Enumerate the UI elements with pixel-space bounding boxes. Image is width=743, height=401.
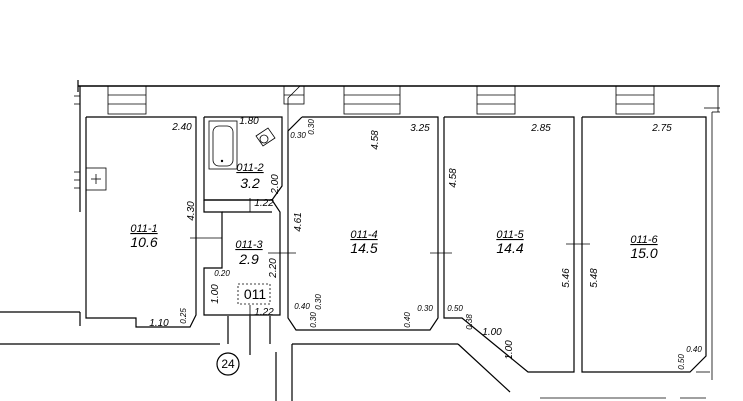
dim-r4-corner-tl2: 0.30 <box>307 119 316 135</box>
room-011-1-area: 10.6 <box>130 234 157 250</box>
dim-r4-top-v: 4.58 <box>370 130 381 150</box>
room-011-2-outline <box>203 116 283 201</box>
room-011-5-outline <box>443 116 575 373</box>
dim-r3-bottom: 1.22 <box>254 307 274 318</box>
apartment-code: 011 <box>244 286 267 302</box>
exterior-wall <box>74 80 720 380</box>
dim-r6-top: 2.75 <box>651 123 672 134</box>
dim-r4-corner-br2: 0.30 <box>417 304 433 313</box>
dim-r4-corner-br1: 0.40 <box>403 312 412 328</box>
dim-r3-height: 2.20 <box>268 258 279 279</box>
dim-r5-diag: 1.00 <box>482 327 502 338</box>
room-011-4-area: 14.5 <box>350 240 377 256</box>
dim-r4-corner-bl3: 0.30 <box>309 312 318 328</box>
dim-r4-corner-tl1: 0.30 <box>290 131 306 140</box>
grid-marker: 24 <box>216 352 240 376</box>
dim-r1-top: 2.40 <box>171 122 192 133</box>
dim-r5-top: 2.85 <box>530 123 551 134</box>
dim-r1-corner: 0.25 <box>179 308 188 324</box>
room-011-2-id: 011-2 <box>236 162 263 174</box>
toilet-icon <box>255 127 276 147</box>
corridor-walls <box>0 311 710 401</box>
room-011-4-id: 011-4 <box>350 229 377 241</box>
room-011-1-outline <box>85 116 197 328</box>
dim-r1-height: 4.30 <box>186 201 197 221</box>
dim-r4-corner-bl1: 0.40 <box>294 302 310 311</box>
dim-r2-height: 2.00 <box>270 174 281 195</box>
window-room-1 <box>107 85 147 115</box>
dim-r4-corner-bl2: 0.30 <box>314 294 323 310</box>
dim-r5-bottom-a: 0.50 <box>447 304 463 313</box>
door-ticks <box>190 198 590 316</box>
ventilation-shaft <box>283 85 305 105</box>
room-011-6-outline <box>581 116 707 373</box>
dim-r6-left: 5.48 <box>589 268 600 288</box>
room-011-5-id: 011-5 <box>496 229 524 241</box>
dim-r3-small: 0.20 <box>214 269 230 278</box>
room-011-4-outline <box>287 85 439 331</box>
room-011-3-area: 2.9 <box>238 251 259 267</box>
window-room-6 <box>615 85 655 115</box>
dim-r5-bottom-b: 0.38 <box>465 314 474 330</box>
dim-r5-right: 5.46 <box>561 268 572 288</box>
window-room-4 <box>343 85 401 115</box>
room-011-6-area: 15.0 <box>630 245 657 261</box>
room-011-3-outline <box>203 199 281 316</box>
dim-r6-corner-b: 0.40 <box>686 345 702 354</box>
dim-r5-diag-v: 1.00 <box>504 340 515 360</box>
room-011-2-area: 3.2 <box>240 175 260 191</box>
room-011-5-area: 14.4 <box>496 240 523 256</box>
dim-r2-top: 1.80 <box>239 116 259 127</box>
room-011-1-id: 011-1 <box>130 223 157 235</box>
grid-marker-label: 24 <box>221 357 235 371</box>
dim-r1-bottom: 1.10 <box>149 318 169 329</box>
dim-r5-height: 4.58 <box>448 168 459 188</box>
dim-r4-top: 3.25 <box>410 123 430 134</box>
dim-r3-left: 1.00 <box>210 284 221 304</box>
dim-r3-top: 1.22 <box>254 198 274 209</box>
room-011-3-id: 011-3 <box>235 239 263 251</box>
room-011-6-id: 011-6 <box>630 234 658 246</box>
window-room-5 <box>476 85 516 115</box>
dim-r6-corner-a: 0.50 <box>677 354 686 370</box>
dim-r4-left: 4.61 <box>293 212 304 231</box>
